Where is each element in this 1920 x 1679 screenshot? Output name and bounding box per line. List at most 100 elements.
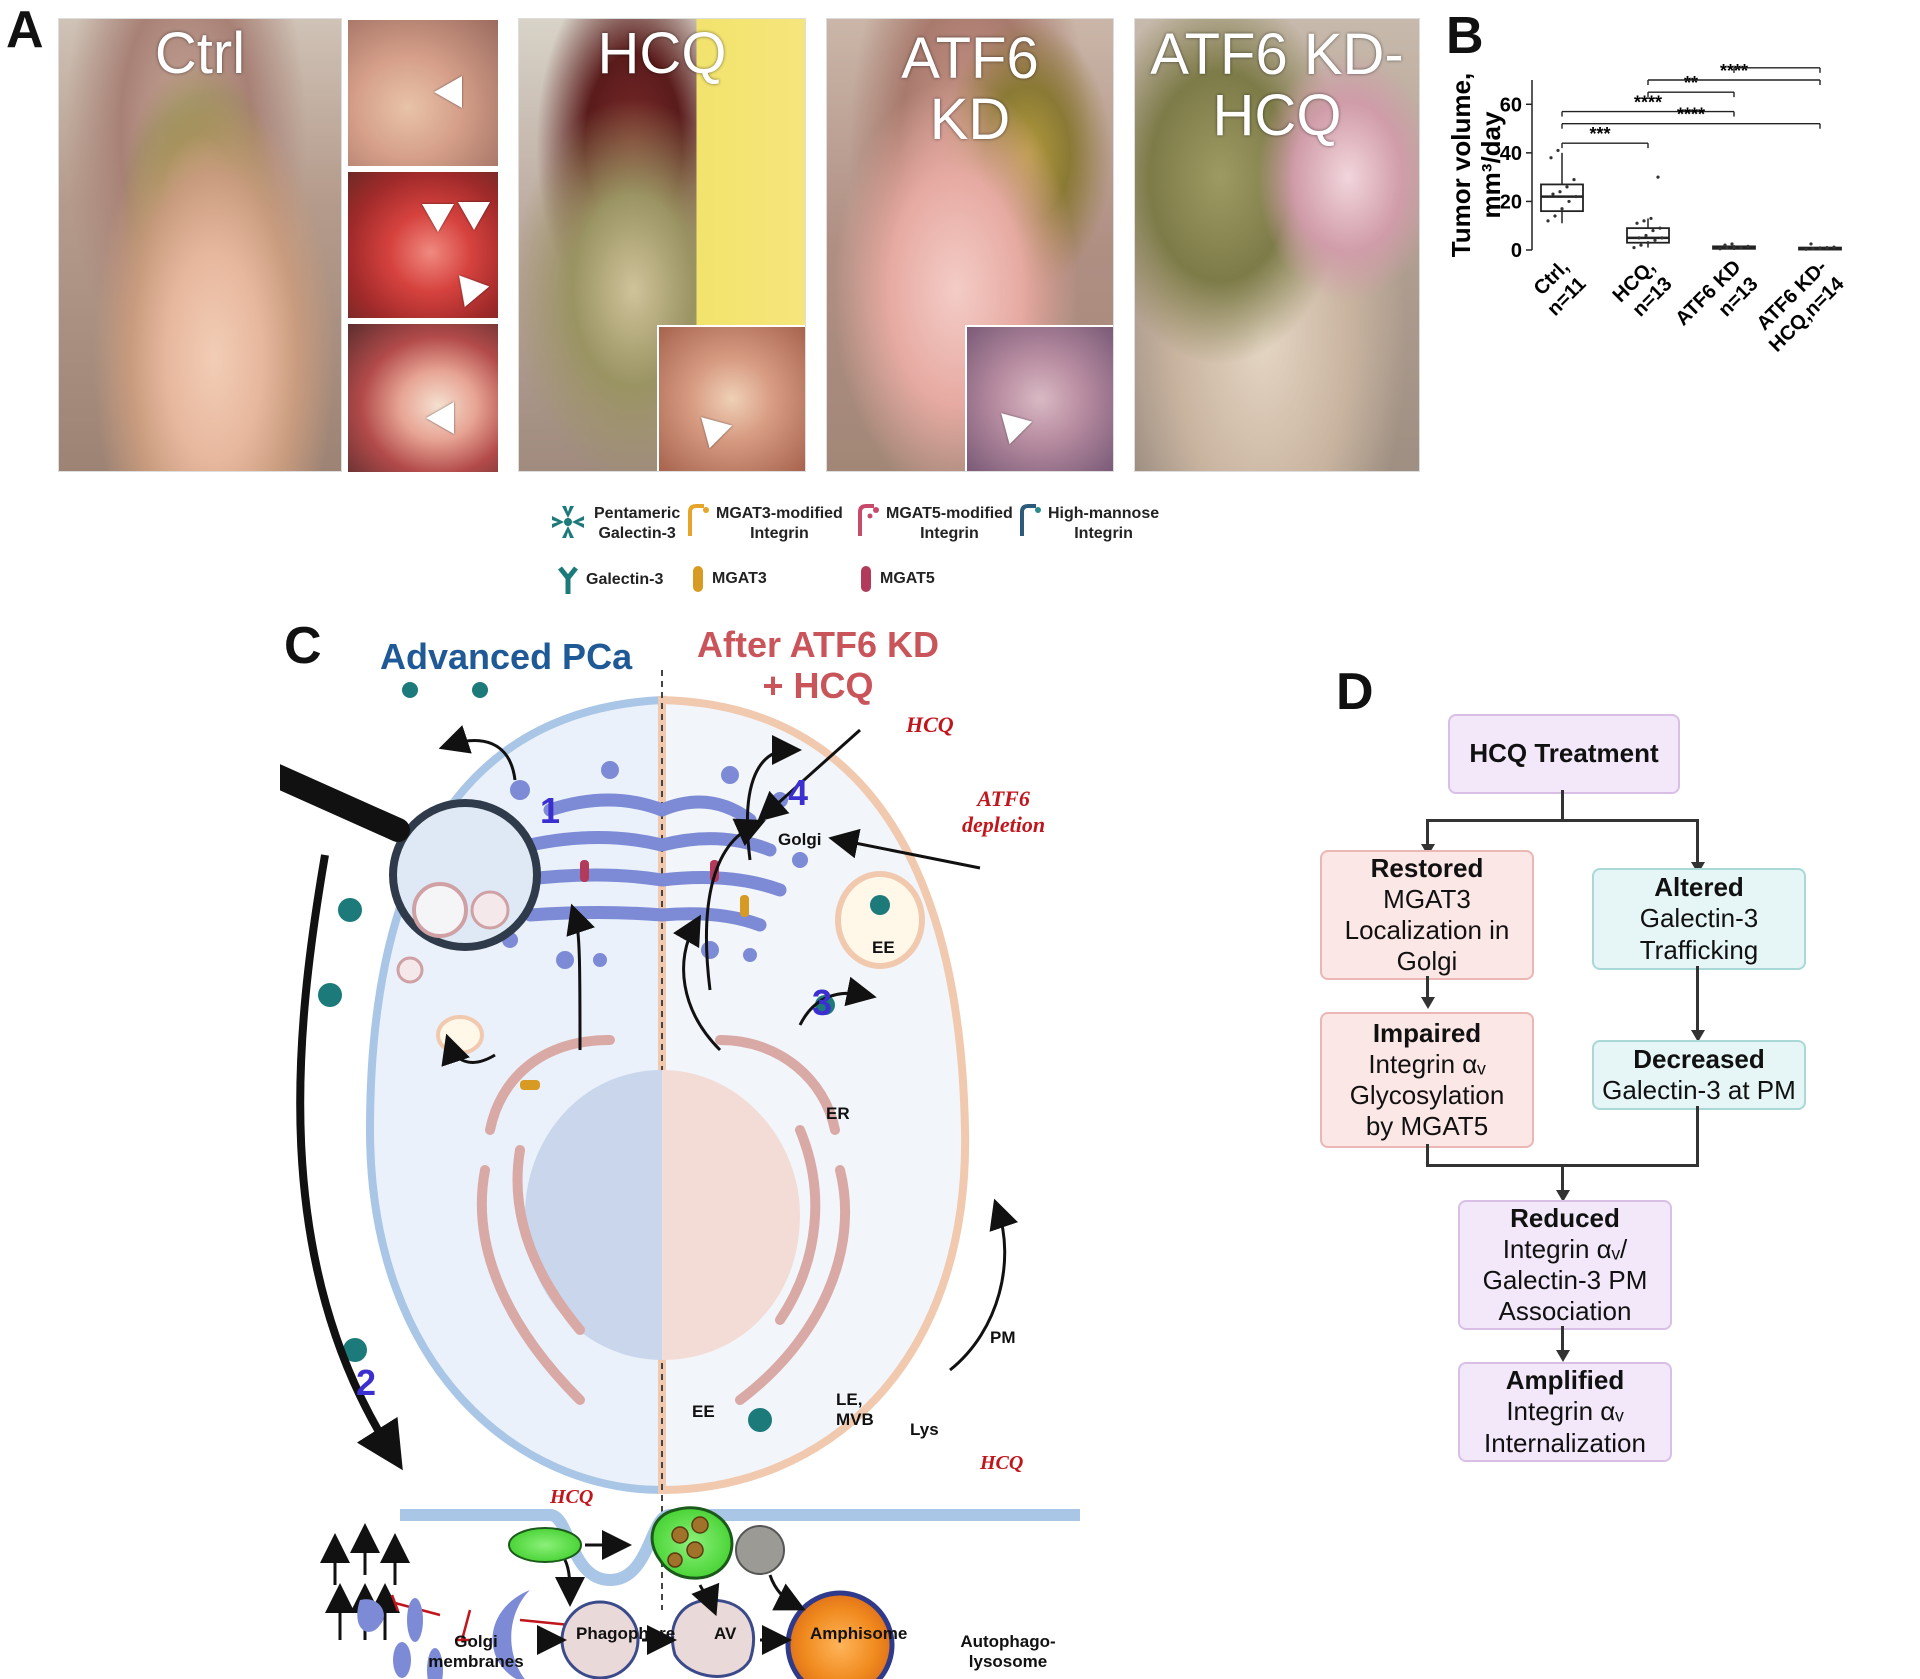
data-point: [1642, 219, 1646, 223]
arrow-to-impaired: [1421, 997, 1435, 1009]
data-point: [1725, 245, 1729, 250]
data-point: [1553, 214, 1557, 218]
box-hcq-treatment: HCQ Treatment: [1448, 714, 1680, 794]
step-number-4: 4: [788, 772, 809, 813]
arrow-to-amplified: [1556, 1350, 1570, 1362]
arrowhead-marker: [458, 202, 490, 230]
mgat3-integrin-icon: [688, 504, 709, 536]
lys-circle: [735, 1525, 785, 1575]
galectin-clusters: [318, 682, 890, 1432]
x-tick-label: ATF6 KD-HCQ,n=14: [1748, 255, 1849, 356]
pm-label: PM: [990, 1328, 1016, 1347]
box: [1626, 227, 1670, 244]
altered-bold: Altered: [1654, 872, 1744, 903]
photo-ctrl: Ctrl: [58, 18, 342, 472]
panel-letter-a: A: [6, 1, 44, 59]
er-membranes: [476, 1035, 851, 1405]
reduced-bold: Reduced: [1510, 1202, 1620, 1233]
data-point: [1718, 247, 1722, 251]
phagophore-shape: [492, 1590, 530, 1679]
data-point: [1732, 245, 1736, 250]
data-point: [1825, 245, 1829, 250]
hcq-bottom-label-2: HCQ: [980, 1452, 1024, 1474]
significance-label: **: [1770, 60, 1784, 69]
photo-atf6kd-inset: [965, 325, 1113, 471]
data-point: [1551, 192, 1555, 196]
data-point: [1818, 246, 1822, 251]
impaired-text: Integrin αᵥ Glycosylation by MGAT5: [1349, 1048, 1505, 1142]
mgat5-icon: [861, 566, 871, 592]
photo-ctrl-inset-3: [346, 322, 500, 474]
box-amplified: Amplified Integrin αᵥ Internalization: [1458, 1362, 1672, 1462]
arrowhead-marker: [434, 76, 462, 108]
step-number-3: 3: [812, 982, 833, 1023]
golgi-membranes-label: Golgi membranes: [428, 1632, 524, 1672]
significance-label: ***: [1589, 124, 1610, 144]
golgi-label: Golgi: [778, 830, 822, 849]
mgat5-integrin-icon: [858, 504, 879, 536]
magnifier-handle: [280, 764, 410, 842]
data-point: [1639, 243, 1643, 247]
decreased-bold: Decreased: [1633, 1043, 1765, 1074]
significance-label: ****: [1634, 93, 1662, 113]
legend-mgat3: MGAT3: [690, 564, 767, 594]
data-point: [1549, 156, 1553, 160]
legend-high-mannose-text: High-mannose Integrin: [1048, 505, 1160, 542]
data-point: [1651, 228, 1655, 233]
x-tick-label: HCQ,n=13: [1609, 256, 1677, 324]
photo-label-hcq: HCQ: [597, 21, 727, 86]
big-curved-arrow: [296, 854, 403, 1471]
altered-text: Galectin-3 Trafficking: [1639, 903, 1759, 965]
mgat3-icon: [693, 566, 703, 592]
amplified-bold: Amplified: [1505, 1365, 1625, 1396]
photo-label-atf6kd: ATF6 KD: [901, 26, 1039, 152]
data-point: [1646, 241, 1650, 245]
panel-letter-b: B: [1446, 7, 1484, 65]
panel-c-title-right: After ATF6 KD + HCQ: [697, 624, 939, 707]
data-point: [1556, 148, 1560, 153]
step-number-2: 2: [356, 1362, 377, 1403]
arrowhead-marker: [446, 264, 490, 308]
data-point: [1653, 238, 1657, 242]
data-point: [1649, 216, 1653, 221]
amphisome-label: Amphisome: [810, 1624, 908, 1643]
box-altered: Altered Galectin-3 Trafficking: [1592, 868, 1806, 970]
pentameric-galectin3-icon: [552, 506, 584, 538]
photo-label-atf6kd-hcq: ATF6 KD- HCQ: [1150, 22, 1404, 148]
data-point: [1635, 221, 1639, 225]
ee-vesicle: [508, 1527, 582, 1563]
arrowhead-marker: [422, 204, 454, 232]
arrowhead-marker: [689, 405, 733, 449]
ee-label: EE: [872, 938, 895, 957]
golgi-stacks: [513, 793, 787, 932]
significance-label: **: [1684, 73, 1698, 93]
le-mvb-label: LE, MVB: [836, 1390, 874, 1430]
legend-mgat5-integrin-text: MGAT5-modified Integrin: [886, 505, 1013, 542]
amplified-text: Integrin αᵥ Internalization: [1484, 1396, 1646, 1458]
av-label: AV: [714, 1624, 737, 1643]
legend-mgat3-text: MGAT3: [712, 570, 767, 587]
high-mannose-integrin-icon: [1020, 504, 1041, 536]
box-restored: Restored MGAT3 Localization in Golgi: [1320, 850, 1534, 980]
reduced-text: Integrin αᵥ/ Galectin-3 PM Association: [1482, 1233, 1648, 1327]
amphisome-shape: [670, 1598, 756, 1678]
pathway-arrows: [537, 1530, 806, 1655]
box-reduced: Reduced Integrin αᵥ/ Galectin-3 PM Assoc…: [1458, 1200, 1672, 1330]
data-point: [1809, 242, 1813, 246]
legend-mgat3-integrin: MGAT3-modified Integrin: [686, 502, 843, 544]
legend-mgat5: MGAT5: [858, 564, 935, 594]
restored-bold: Restored: [1370, 852, 1484, 883]
atf6-depletion-label: ATF6 depletion: [962, 786, 1046, 838]
data-point: [1658, 226, 1662, 230]
panel-c-title-left: Advanced PCa: [380, 636, 633, 677]
data-point: [1811, 247, 1815, 251]
panel-letter-c: C: [284, 617, 322, 675]
legend-high-mannose: High-mannose Integrin: [1018, 502, 1159, 544]
legend-mgat5-text: MGAT5: [880, 570, 935, 587]
hcq-bottom-label-1: HCQ: [550, 1486, 594, 1508]
box-impaired: Impaired Integrin αᵥ Glycosylation by MG…: [1320, 1012, 1534, 1148]
data-point: [1560, 207, 1564, 211]
data-point: [1644, 233, 1648, 238]
legend-galectin3: Galectin-3: [556, 564, 663, 596]
